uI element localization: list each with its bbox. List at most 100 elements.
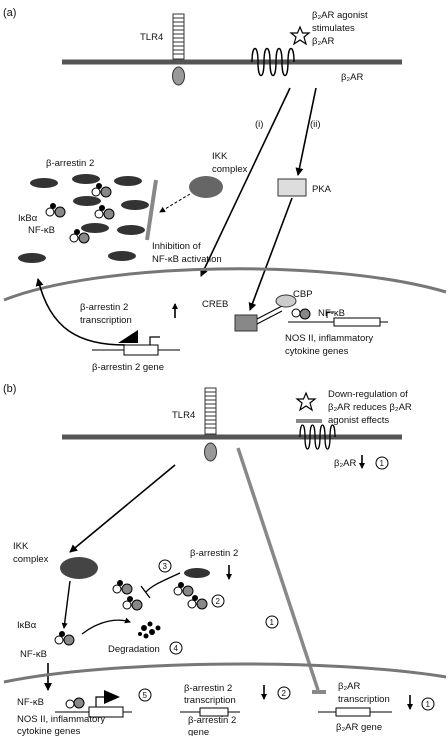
- pka-label: PKA: [312, 184, 332, 195]
- ikk-label-a-line1: IKK: [212, 151, 228, 162]
- path-i-arrow: [200, 87, 291, 277]
- ikk-to-ikb-arrow: [61, 580, 71, 629]
- agonist-label-line2: stimulates: [312, 23, 355, 34]
- arr-gene-b-line2: gene: [188, 727, 209, 736]
- creb-label: CREB: [202, 299, 228, 310]
- svg-text:5: 5: [143, 691, 148, 700]
- ikba-label-b: IκBα: [17, 620, 37, 631]
- panel-a-label: (a): [3, 7, 16, 19]
- step-1-badge-nuc: 1: [421, 697, 435, 711]
- svg-text:2: 2: [216, 597, 221, 606]
- svg-text:4: 4: [174, 644, 179, 653]
- arrestin-gene-b: [180, 707, 240, 717]
- arr-transcr-b-line1: β-arrestin 2: [184, 683, 232, 694]
- b2ar-inhibition-line: [236, 447, 320, 691]
- nos-label-b-line2: cytokine genes: [17, 726, 81, 736]
- b2ar-transcr-line1: β₂AR: [338, 681, 360, 692]
- path-i-label: (i): [255, 119, 263, 130]
- inhibition-label-line2: NF-κB activation: [152, 254, 222, 265]
- nos-label-a-line1: NOS II, inflammatory: [285, 333, 373, 344]
- b2ar-receptor-a: [251, 47, 295, 77]
- agonist-star-icon: [289, 25, 311, 46]
- nos-gene-b: [55, 690, 132, 718]
- arrestin-gene-a: [92, 330, 180, 356]
- nfkb-nuc-label: NF-κB: [17, 697, 44, 708]
- step-3-badge: 3: [158, 559, 172, 573]
- ikk-label-b-line1: IKK: [13, 541, 29, 552]
- b2ar-label-a: β₂AR: [341, 72, 363, 83]
- degradation-label: Degradation: [108, 644, 160, 655]
- step-2-badge-nuc: 2: [277, 686, 291, 700]
- tlr4-receptor-b: [204, 387, 217, 462]
- ikb-nfkb-complexes-b: [54, 580, 208, 646]
- cbp-label: CBP: [293, 289, 313, 300]
- down-label-line1: Down-regulation of: [328, 389, 408, 400]
- arr-gene-label-a: β-arrestin 2 gene: [92, 362, 164, 373]
- step-1-badge-top: 1: [375, 456, 389, 470]
- to-degradation-arrow: [81, 617, 131, 635]
- step-4-badge: 4: [169, 641, 183, 655]
- nfkb-promoter-complex-a: [291, 308, 311, 320]
- b2ar-gene: [318, 707, 392, 717]
- ikk-label-a-line2: complex: [212, 164, 248, 175]
- ikb-nfkb-complexes-a: [45, 183, 115, 244]
- step-2-badge-cyto: 2: [211, 594, 225, 608]
- inhibition-bar: [145, 179, 158, 241]
- ikk-dashed-arrow: [159, 193, 191, 213]
- svg-text:3: 3: [163, 562, 168, 571]
- arrestin-label-b: β-arrestin 2: [190, 548, 238, 559]
- step-1-badge-middle: 1: [265, 615, 279, 629]
- arr-transcr-a-line2: transcription: [80, 315, 132, 326]
- nos-label-a-line2: cytokine genes: [285, 346, 349, 357]
- arr-gene-b-line1: β-arrestin 2: [188, 715, 236, 726]
- b2ar-transcr-line2: transcription: [338, 694, 390, 705]
- arrestin-label-a: β-arrestin 2: [46, 158, 94, 169]
- ikk-complex-b: [60, 557, 98, 579]
- tlr4-label-a: TLR4: [140, 32, 163, 43]
- nfkb2-label-a: NF-κB: [318, 308, 345, 319]
- svg-text:2: 2: [282, 689, 287, 698]
- pka-box: [277, 178, 307, 197]
- panel-a: (a) TLR4 β₂AR agonist stimulates β₂AR β₂…: [3, 7, 447, 373]
- nfkb-label-b: NF-κB: [20, 649, 47, 660]
- panel-b-label: (b): [3, 383, 16, 395]
- ikk-complex-a: [189, 176, 223, 198]
- nos-gene-a: [288, 311, 388, 327]
- arrestin-cluster-a: [18, 174, 149, 263]
- step-5-badge: 5: [138, 688, 152, 702]
- ikba-label-a: IκBα: [18, 213, 38, 224]
- arr-transcr-b-line2: transcription: [184, 695, 236, 706]
- b2ar-receptor-b: [299, 424, 336, 450]
- svg-text:1: 1: [426, 700, 431, 709]
- ikk-label-b-line2: complex: [13, 554, 49, 565]
- nfkb-label-a: NF-κB: [28, 225, 55, 236]
- b2ar-label-b: β₂AR: [334, 458, 356, 469]
- panel-b: (b) TLR4 Down-regulation of β₂AR reduces…: [3, 383, 447, 736]
- agonist-label-line1: β₂AR agonist: [312, 10, 368, 21]
- down-label-line3: agonist effects: [328, 415, 389, 426]
- agonist-star-legend-icon: [295, 391, 317, 412]
- b2ar-gene-label: β₂AR gene: [336, 722, 382, 733]
- svg-text:1: 1: [380, 459, 385, 468]
- svg-text:1: 1: [270, 618, 275, 627]
- nfkb-promoter-complex-b: [65, 697, 85, 709]
- down-label-line2: β₂AR reduces β₂AR: [328, 402, 412, 413]
- nos-label-b-line1: NOS II, inflammatory: [17, 714, 105, 725]
- tlr4-receptor-a: [172, 13, 185, 86]
- cbp-oval: [275, 294, 297, 308]
- arrestin-inhibit-line: [140, 572, 181, 599]
- inhibition-label-line1: Inhibition of: [152, 241, 201, 252]
- tlr4-to-ikk-arrow: [69, 464, 176, 553]
- nuclear-membrane-a: [3, 267, 447, 302]
- tlr4-label-b: TLR4: [172, 410, 195, 421]
- degradation-fragments-icon: [138, 621, 161, 639]
- path-ii-label: (ii): [310, 119, 321, 130]
- agonist-label-line3: β₂AR: [312, 36, 334, 47]
- path-ii-arrow: [295, 87, 317, 176]
- creb-cbp-link: [256, 305, 283, 325]
- nuclear-membrane-b: [3, 662, 447, 684]
- arrestin-b: [184, 568, 210, 578]
- creb-box: [234, 314, 258, 332]
- pka-to-creb-arrow: [248, 197, 293, 311]
